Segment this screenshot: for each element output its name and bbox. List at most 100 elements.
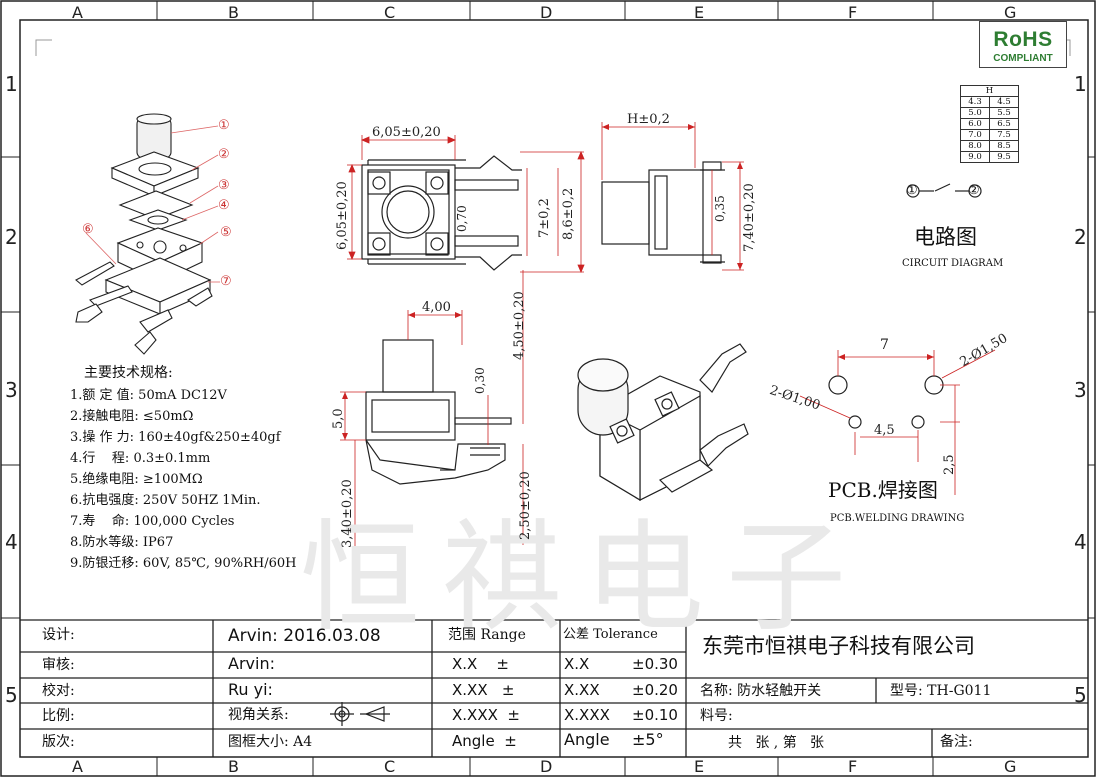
tol-key: X.XX: [564, 681, 600, 699]
height-table-cell: 6.0: [960, 118, 990, 130]
proof-label: 校对:: [42, 683, 75, 699]
spec-line: 3.操 作 力: 160±40gf&250±40gf: [70, 430, 281, 445]
zone-col-d-bottom: D: [540, 757, 553, 776]
design-value: Arvin: 2016.03.08: [228, 626, 381, 646]
tol-key: X.XXX: [564, 706, 610, 724]
tol-value: ±0.30: [632, 655, 678, 673]
dim-top-width: 6,05±0,20: [372, 125, 441, 140]
zone-col-c-top: C: [384, 3, 396, 22]
zone-col-f-top: F: [848, 3, 858, 22]
watermark: 恒祺电子: [300, 509, 868, 648]
specs-title: 主要技术规格:: [84, 365, 173, 381]
zone-row-4-right: 4: [1074, 530, 1087, 554]
dim-side-035: 0,35: [713, 195, 727, 222]
callout-4: ④: [218, 198, 230, 213]
zone-row-3-left: 3: [5, 378, 18, 402]
height-table-cell: 7.0: [960, 129, 990, 141]
projection-symbol: [330, 702, 390, 726]
zone-col-d-top: D: [540, 3, 553, 22]
design-label: 设计:: [42, 627, 75, 643]
callout-5: ⑤: [220, 225, 232, 240]
proof-value: Ru yi:: [228, 680, 273, 699]
pcb-subtitle: PCB.WELDING DRAWING: [830, 513, 965, 524]
frame-size: 图框大小: A4: [228, 734, 313, 750]
spec-line: 8.防水等级: IP67: [70, 535, 174, 550]
callout-3: ③: [218, 178, 230, 193]
spec-line: 6.抗电强度: 250V 50HZ 1Min.: [70, 493, 261, 508]
exploded-view: [75, 113, 213, 355]
spec-line: 4.行 程: 0.3±0.1mm: [70, 451, 211, 466]
rohs-badge: RoHS COMPLIANT: [979, 21, 1067, 68]
title-block-grid: [20, 619, 1088, 757]
zone-col-a-top: A: [72, 3, 83, 22]
zone-col-a-bottom: A: [72, 757, 83, 776]
zone-row-1-right: 1: [1074, 72, 1087, 96]
version-label: 版次:: [42, 734, 75, 750]
product-name: 名称: 防水轻触开关: [700, 683, 822, 699]
circuit-node-1: ①: [906, 183, 918, 198]
height-table-cell: 9.0: [960, 151, 990, 163]
dim-pcb-7: 7: [880, 337, 889, 353]
range-row: X.XX ±: [452, 681, 515, 699]
spec-line: 9.防银迁移: 60V, 85℃, 90%RH/60H: [70, 556, 297, 571]
tol-value: ±5°: [632, 730, 664, 749]
callout-6: ⑥: [82, 222, 94, 237]
height-table-cell: 7.5: [989, 129, 1019, 141]
zone-col-f-bottom: F: [848, 757, 858, 776]
spec-line: 7.寿 命: 100,000 Cycles: [70, 514, 235, 529]
height-table-cell: 8.0: [960, 140, 990, 152]
zone-col-c-bottom: C: [384, 757, 396, 776]
view-label: 视角关系:: [228, 707, 289, 723]
dim-front-450: 4,50±0,20: [512, 291, 527, 360]
zone-row-5-left: 5: [5, 683, 18, 707]
zone-col-e-top: E: [694, 3, 705, 22]
check-label: 审核:: [42, 657, 75, 673]
part-number-label: 料号:: [700, 708, 733, 724]
scale-label: 比例:: [42, 708, 75, 724]
dim-front-030: 0,30: [473, 367, 487, 394]
remark-label: 备注:: [940, 734, 973, 750]
dim-070: 0,70: [455, 205, 469, 232]
rohs-title: RoHS: [993, 28, 1053, 51]
dim-side-740: 7,40±0,20: [742, 183, 757, 252]
pcb-footprint: [828, 375, 944, 429]
zone-col-g-top: G: [1004, 3, 1017, 22]
circuit-node-2: ②: [968, 183, 980, 198]
zone-row-2-right: 2: [1074, 225, 1087, 249]
dim-front-250: 2,50±0,20: [518, 471, 533, 540]
circuit-symbol: [906, 183, 982, 198]
height-table-header: H: [960, 85, 1019, 97]
callout-1: ①: [218, 118, 230, 133]
spec-line: 2.接触电阻: ≤50mΩ: [70, 409, 194, 424]
side-view: [601, 161, 725, 264]
height-table-cell: 5.0: [960, 107, 990, 119]
height-table-cell: 5.5: [989, 107, 1019, 119]
check-value: Arvin:: [228, 654, 275, 673]
company-name: 东莞市恒祺电子科技有限公司: [702, 634, 975, 658]
circuit-title: 电路图: [914, 225, 977, 249]
front-view: [365, 339, 512, 485]
pcb-title: PCB.焊接图: [828, 478, 938, 502]
sheet-count: 共 张 , 第 张: [728, 735, 825, 751]
assembled-3d-view: [577, 343, 749, 502]
zone-row-2-left: 2: [5, 225, 18, 249]
range-row: X.X ±: [452, 655, 509, 673]
zone-row-5-right: 5: [1074, 683, 1087, 707]
dim-top-height: 6,05±0,20: [335, 181, 350, 250]
dim-pcb-45: 4,5: [874, 423, 895, 438]
dim-front-50: 5,0: [331, 408, 346, 429]
spec-line: 1.额 定 值: 50mA DC12V: [70, 388, 227, 403]
callout-2: ②: [218, 147, 230, 162]
range-header: 范围 Range: [448, 627, 526, 643]
tolerance-header: 公差 Tolerance: [563, 627, 658, 642]
model-number: 型号: TH-G011: [890, 683, 992, 699]
dim-pcb-25: 2,5: [942, 454, 957, 475]
circuit-subtitle: CIRCUIT DIAGRAM: [902, 258, 1004, 269]
height-table-cell: 8.5: [989, 140, 1019, 152]
zone-col-g-bottom: G: [1004, 757, 1017, 776]
zone-col-b-top: B: [228, 3, 239, 22]
dim-front-340: 3,40±0,20: [340, 479, 355, 548]
dim-side-h: H±0,2: [627, 112, 670, 127]
